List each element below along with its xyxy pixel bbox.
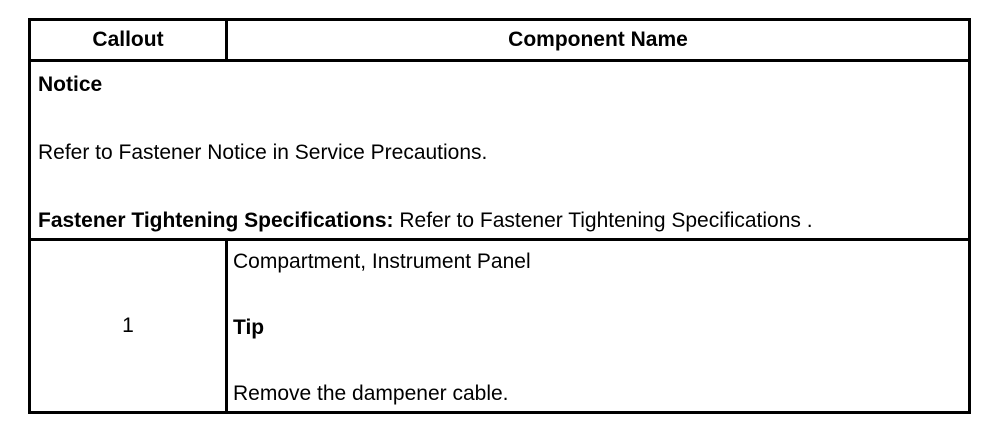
table-row: 1 Compartment, Instrument Panel Tip Remo… [28,238,971,414]
tip-text: Remove the dampener cable. [233,382,509,405]
component-name: Compartment, Instrument Panel [233,250,531,273]
notice-row: Notice Refer to Fastener Notice in Servi… [28,59,971,241]
component-cell: Compartment, Instrument Panel Tip Remove… [225,238,971,414]
component-table: Callout Component Name Notice Refer to F… [28,18,971,414]
fastener-spec-label: Fastener Tightening Specifications: [38,209,394,232]
fastener-spec-text: Refer to Fastener Tightening Specificati… [393,209,813,232]
header-row: Callout Component Name [28,18,971,62]
callout-header: Callout [28,18,228,62]
fastener-spec-line: Fastener Tightening Specifications: Refe… [38,204,968,238]
notice-cell: Notice Refer to Fastener Notice in Servi… [28,59,971,241]
notice-heading: Notice [38,73,103,96]
tip-heading: Tip [233,316,265,339]
component-name-header: Component Name [225,18,971,62]
callout-number: 1 [28,238,228,414]
notice-text: Refer to Fastener Notice in Service Prec… [38,141,488,164]
